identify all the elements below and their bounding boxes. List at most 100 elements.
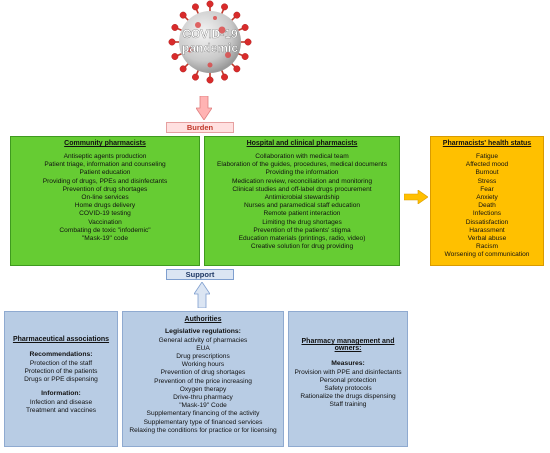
list-item: COVID-19 testing bbox=[79, 210, 131, 218]
list-item: Working hours bbox=[181, 361, 225, 369]
virus-spike-tip bbox=[168, 38, 176, 46]
management-box: Pharmacy management and owners: Measures… bbox=[288, 311, 408, 447]
virus-spike-tip bbox=[233, 65, 241, 73]
authorities-title: Authorities bbox=[184, 316, 222, 323]
virus-spike-tip bbox=[221, 3, 228, 11]
list-item: Patient triage, information and counseli… bbox=[44, 161, 166, 169]
list-item: Personal protection bbox=[319, 376, 377, 384]
list-item: Providing the information bbox=[265, 169, 339, 177]
list-item: "Mask-19" code bbox=[81, 235, 129, 243]
list-item: Nurses and paramedical staff education bbox=[243, 202, 361, 210]
list-item: Safety protocols bbox=[324, 384, 372, 392]
list-item: Treatment and vaccines bbox=[25, 406, 97, 414]
list-item: Prevention of the price increasing bbox=[154, 377, 252, 385]
list-item: Creative solution for drug providing bbox=[250, 243, 354, 251]
down-arrow-icon bbox=[196, 96, 212, 120]
list-item: Stress bbox=[477, 177, 497, 185]
virus-label-line1: COVID-19 bbox=[182, 27, 238, 41]
list-item: Racism bbox=[476, 243, 498, 251]
health-status-box: Pharmacists' health status Fatigue Affec… bbox=[430, 136, 544, 266]
hospital-title: Hospital and clinical pharmacists bbox=[246, 140, 358, 147]
list-item: Antimicrobial stewardship bbox=[264, 194, 340, 202]
list-item: Drug prescriptions bbox=[176, 352, 230, 360]
virus-spike-tip bbox=[241, 24, 249, 31]
virus-illustration: COVID-19 pandemic bbox=[168, 0, 252, 84]
list-item: Death bbox=[478, 202, 496, 210]
virus-spike-tip bbox=[179, 11, 187, 19]
associations-title: Pharmaceutical associations bbox=[12, 336, 110, 343]
community-title: Community pharmacists bbox=[64, 140, 146, 147]
virus-spike-tip bbox=[241, 53, 249, 60]
list-item: Relaxing the conditions for practice or … bbox=[129, 426, 277, 434]
up-arrow-icon bbox=[194, 282, 210, 308]
virus-spike-tip bbox=[206, 76, 214, 84]
community-pharmacists-box: Community pharmacists Antiseptic agents … bbox=[10, 136, 200, 266]
list-item: On-line services bbox=[81, 194, 129, 202]
measures-title: Measures: bbox=[331, 360, 365, 367]
virus-spike-tip bbox=[179, 65, 187, 73]
list-item: Supplementary type of financed services bbox=[143, 418, 263, 426]
list-item: Harassment bbox=[469, 226, 505, 234]
list-item: Combating de toxic "infodemic" bbox=[59, 226, 151, 234]
management-title-line2: owners: bbox=[334, 345, 362, 352]
list-item: Clinical studies and off-label drugs pro… bbox=[232, 185, 372, 193]
virus-spike-tip bbox=[171, 24, 179, 31]
list-item: Anxiety bbox=[476, 194, 498, 202]
virus-spike-tip bbox=[192, 3, 199, 11]
list-item: Dissatisfaction bbox=[465, 218, 509, 226]
hospital-pharmacists-box: Hospital and clinical pharmacists Collab… bbox=[204, 136, 400, 266]
list-item: Prevention of drug shortages bbox=[160, 369, 246, 377]
list-item: Fatigue bbox=[476, 153, 498, 160]
virus-spike-tip bbox=[233, 11, 241, 19]
list-item: Education materials (printings, radio, v… bbox=[238, 235, 366, 243]
support-label: Support bbox=[166, 269, 234, 280]
list-item: Verbal abuse bbox=[467, 235, 507, 243]
right-arrow-icon bbox=[404, 190, 428, 204]
virus-spike-tip bbox=[221, 73, 228, 81]
list-item: "Mask-19" Code bbox=[179, 402, 227, 410]
list-item: Infection and disease bbox=[29, 398, 93, 406]
list-item: Protection of the staff bbox=[29, 359, 93, 367]
list-item: Protection of the patients bbox=[24, 367, 98, 375]
list-item: Supplementary financing of the activity bbox=[146, 410, 260, 418]
associations-box: Pharmaceutical associations Recommendati… bbox=[4, 311, 118, 447]
list-item: Provision with PPE and disinfectants bbox=[294, 368, 402, 376]
list-item: Drugs or PPE dispensing bbox=[24, 375, 98, 383]
legislative-title: Legislative regulations: bbox=[165, 328, 241, 335]
list-item: Prevention of the patients' stigma bbox=[253, 226, 351, 234]
list-item: Staff training bbox=[329, 401, 367, 409]
list-item: Limiting the drug shortages bbox=[262, 218, 342, 226]
list-item: Affected mood bbox=[465, 161, 509, 169]
recommendations-title: Recommendations: bbox=[29, 351, 93, 358]
list-item: Drive-thru pharmacy bbox=[173, 393, 233, 401]
virus-spike-tip bbox=[206, 0, 214, 8]
virus-spike-tip bbox=[244, 38, 252, 46]
health-title: Pharmacists' health status bbox=[442, 140, 532, 147]
list-item: Remote patient interaction bbox=[263, 210, 341, 218]
list-item: General activity of pharmacies bbox=[158, 336, 248, 344]
authorities-box: Authorities Legislative regulations: Gen… bbox=[122, 311, 284, 447]
list-item: Vaccination bbox=[88, 218, 122, 226]
list-item: Patient education bbox=[79, 169, 131, 177]
list-item: Prevention of drug shortages bbox=[62, 185, 148, 193]
list-item: Medication review, reconciliation and mo… bbox=[231, 177, 372, 185]
virus-body-icon bbox=[179, 11, 241, 73]
list-item: Providing of drugs, PPEs and disinfectan… bbox=[42, 177, 168, 185]
burden-label: Burden bbox=[166, 122, 234, 133]
list-item: Worsening of communication bbox=[444, 251, 530, 259]
list-item: Fear bbox=[480, 185, 494, 193]
list-item: Oxygen therapy bbox=[179, 385, 227, 393]
management-title-line1: Pharmacy management and bbox=[301, 338, 395, 345]
virus-label-line2: pandemic bbox=[182, 41, 238, 55]
list-item: EUA bbox=[196, 344, 210, 352]
list-item: Antiseptic agents production bbox=[63, 153, 147, 160]
list-item: Infections bbox=[472, 210, 502, 218]
information-title: Information: bbox=[41, 390, 81, 398]
virus-spike-tip bbox=[171, 53, 179, 60]
list-item: Rationalize the drugs dispensing bbox=[300, 393, 396, 401]
list-item: Elaboration of the guides, procedures, m… bbox=[216, 161, 388, 169]
list-item: Collaboration with medical team bbox=[255, 153, 349, 160]
list-item: Home drugs delivery bbox=[74, 202, 136, 210]
list-item: Burnout bbox=[475, 169, 499, 177]
virus-spike-tip bbox=[192, 73, 199, 81]
